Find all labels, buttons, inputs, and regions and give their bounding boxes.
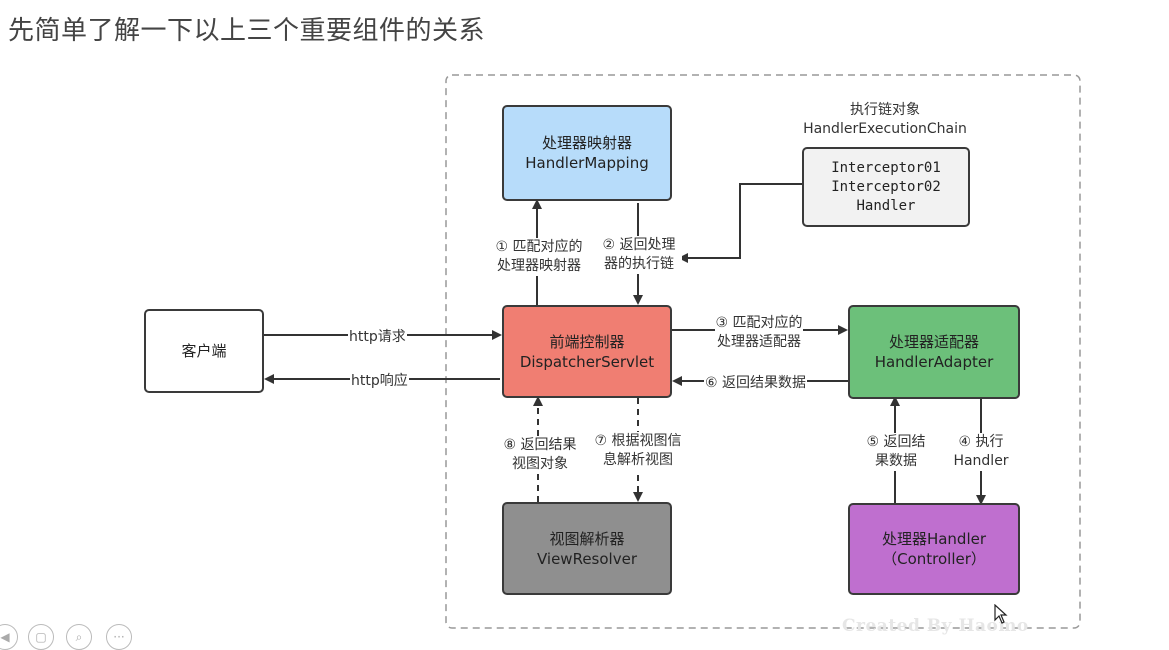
- edge-1-line2: 处理器映射器: [497, 258, 581, 274]
- chain-interceptor01: Interceptor01: [831, 159, 941, 176]
- edge-5-label: ⑤ 返回结 果数据: [858, 433, 934, 471]
- more-icon[interactable]: ···: [106, 624, 132, 650]
- chain-interceptor02: Interceptor02: [831, 178, 941, 195]
- edge-8-label: ⑧ 返回结果 视图对象: [492, 436, 588, 474]
- edge-2-line1: ② 返回处理: [602, 237, 676, 253]
- edge-6-label: ⑥ 返回结果数据: [704, 372, 808, 392]
- handler-adapter-node: 处理器适配器 HandlerAdapter: [848, 305, 1020, 399]
- view-resolver-node: 视图解析器 ViewResolver: [502, 502, 672, 595]
- edge-2-label: ② 返回处理 器的执行链: [596, 236, 682, 274]
- edge-7-line2: 息解析视图: [603, 452, 673, 468]
- view-resolver-line1: 视图解析器: [549, 529, 625, 548]
- handler-line1: 处理器Handler: [881, 530, 987, 548]
- edge-7-label: ⑦ 根据视图信 息解析视图: [586, 432, 690, 470]
- request-label: http请求: [348, 326, 407, 346]
- client-node: 客户端: [144, 309, 264, 393]
- handler-mapping-line1: 处理器映射器: [541, 134, 632, 152]
- search-icon[interactable]: ⌕: [66, 624, 92, 650]
- execution-chain-node: Interceptor01 Interceptor02 Handler: [802, 147, 970, 227]
- edge-8-line2: 视图对象: [512, 456, 568, 472]
- edge-7-line1: ⑦ 根据视图信: [594, 433, 682, 449]
- handler-node: 处理器Handler （Controller）: [848, 503, 1020, 595]
- edge-2-line2: 器的执行链: [604, 256, 674, 272]
- edge-1-line1: ① 匹配对应的: [495, 239, 583, 255]
- handler-line2: （Controller）: [882, 550, 986, 568]
- edge-4-label: ④ 执行 Handler: [946, 433, 1016, 471]
- edge-3-line1: ③ 匹配对应的: [715, 314, 803, 333]
- edge-3-label: ③ 匹配对应的 处理器适配器: [704, 314, 814, 352]
- edge-4-line2: Handler: [953, 453, 1009, 469]
- view-resolver-line2: ViewResolver: [536, 549, 637, 568]
- handler-mapping-line2: HandlerMapping: [525, 154, 649, 172]
- container-border: [445, 74, 1081, 629]
- handler-adapter-line2: HandlerAdapter: [874, 353, 994, 371]
- edge-3-line2: 处理器适配器: [717, 334, 801, 350]
- chain-title-line2: HandlerExecutionChain: [803, 121, 967, 137]
- dispatcher-line1: 前端控制器: [549, 332, 625, 351]
- handler-mapping-node: 处理器映射器 HandlerMapping: [502, 105, 672, 201]
- edge-1-label: ① 匹配对应的 处理器映射器: [484, 238, 594, 276]
- watermark: Created By Haomo: [842, 616, 1029, 636]
- mouse-cursor-icon: [994, 604, 1008, 624]
- chain-title-label: 执行链对象 HandlerExecutionChain: [795, 101, 975, 139]
- page-title: 先简单了解一下以上三个重要组件的关系: [8, 16, 486, 46]
- dispatcher-line2: DispatcherServlet: [519, 352, 655, 371]
- edge-4-line1: ④ 执行: [958, 434, 1004, 450]
- edge-5-line2: 果数据: [875, 453, 917, 469]
- handler-adapter-line1: 处理器适配器: [888, 333, 979, 351]
- chain-title-line1: 执行链对象: [850, 102, 920, 118]
- response-label: http响应: [350, 370, 409, 390]
- edge-5-line1: ⑤ 返回结: [866, 434, 926, 450]
- dispatcher-node: 前端控制器 DispatcherServlet: [502, 305, 672, 398]
- edge-8-line1: ⑧ 返回结果: [503, 437, 577, 453]
- chain-link-line: [678, 183, 802, 263]
- client-label: 客户端: [181, 342, 227, 360]
- chain-handler: Handler: [856, 197, 916, 214]
- copy-icon[interactable]: ▢: [28, 624, 54, 650]
